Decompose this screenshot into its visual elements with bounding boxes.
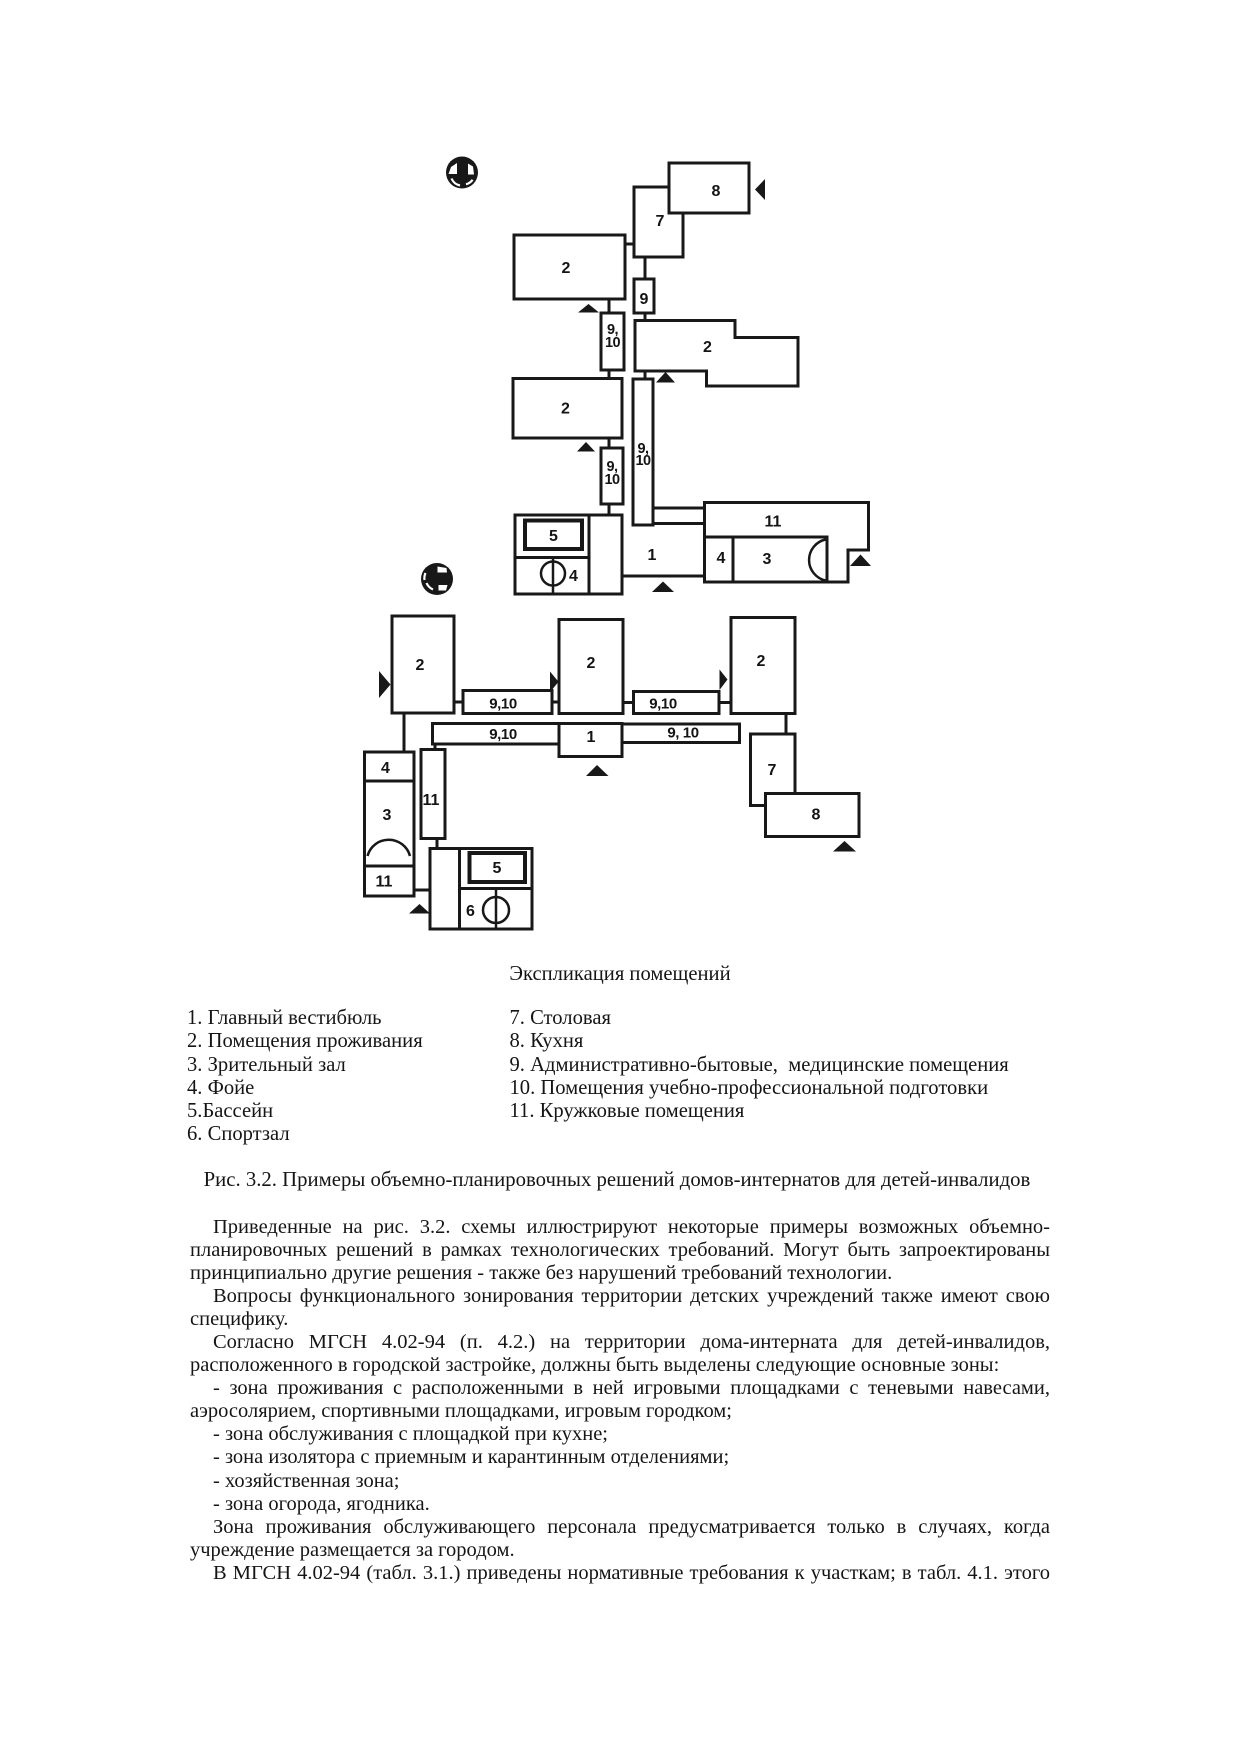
svg-text:9,: 9, (638, 441, 649, 457)
svg-text:2: 2 (416, 657, 425, 674)
svg-text:7: 7 (656, 213, 665, 230)
svg-text:1: 1 (587, 729, 596, 746)
svg-text:4: 4 (569, 568, 578, 585)
svg-text:3: 3 (383, 807, 392, 824)
svg-text:11: 11 (765, 514, 782, 531)
svg-text:9,: 9, (607, 322, 618, 338)
svg-text:5: 5 (493, 860, 502, 877)
svg-text:9,10: 9,10 (649, 696, 677, 713)
svg-text:11: 11 (423, 792, 440, 809)
svg-text:7: 7 (768, 762, 777, 779)
svg-text:4: 4 (381, 760, 390, 777)
svg-text:2: 2 (562, 260, 571, 277)
svg-text:4: 4 (717, 550, 726, 567)
svg-text:10: 10 (636, 453, 651, 469)
svg-text:11: 11 (376, 874, 393, 891)
svg-text:2: 2 (757, 653, 766, 670)
svg-text:9,10: 9,10 (489, 726, 517, 743)
svg-text:8: 8 (712, 183, 721, 200)
svg-text:9: 9 (640, 291, 649, 308)
svg-text:9, 10: 9, 10 (667, 725, 698, 742)
svg-text:9,: 9, (607, 459, 618, 475)
svg-text:2: 2 (561, 401, 570, 418)
svg-text:8: 8 (812, 807, 821, 824)
svg-text:2: 2 (703, 339, 712, 356)
svg-text:2: 2 (587, 655, 596, 672)
svg-text:10: 10 (605, 335, 620, 351)
svg-text:5: 5 (549, 528, 558, 545)
svg-text:3: 3 (763, 551, 772, 568)
svg-text:10: 10 (605, 472, 620, 488)
svg-text:6: 6 (466, 903, 475, 920)
svg-text:9,10: 9,10 (489, 696, 517, 713)
svg-text:1: 1 (648, 547, 657, 564)
